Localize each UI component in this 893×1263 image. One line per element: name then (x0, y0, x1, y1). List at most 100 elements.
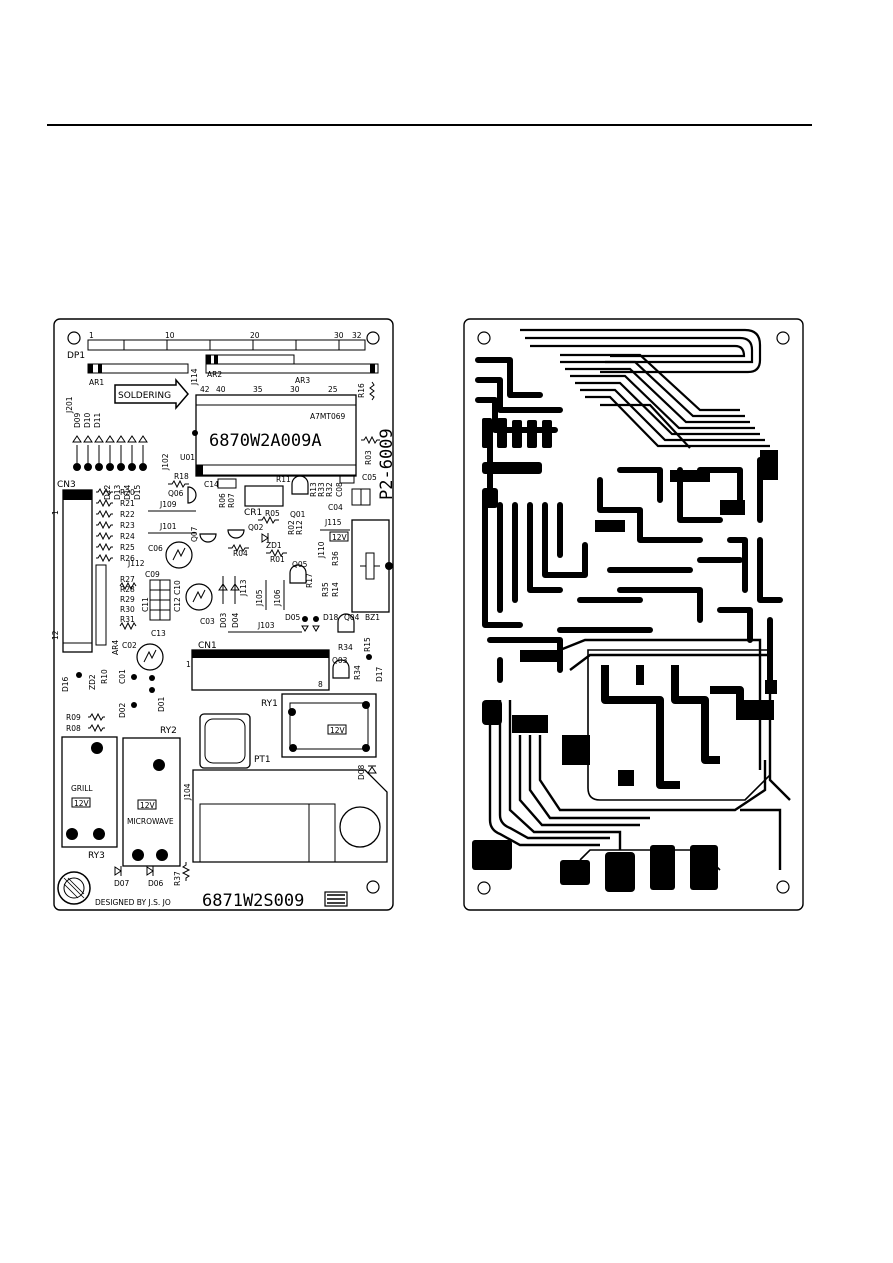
svg-text:R26: R26 (120, 554, 135, 563)
designed-by: DESIGNED BY J.S. JO (95, 898, 171, 907)
d06-label: D06 (148, 879, 164, 888)
svg-text:R21: R21 (120, 499, 135, 508)
cn1-label: CN1 (198, 641, 217, 651)
svg-text:R28: R28 (120, 585, 135, 594)
dp1-pin-10: 10 (165, 331, 175, 340)
bz1-label: BZ1 (365, 613, 380, 622)
led-row (72, 435, 148, 471)
zd2-label: ZD2 (88, 674, 97, 690)
r34-label: R34 (338, 643, 353, 652)
d02-label: D02 (118, 702, 127, 718)
q07-label: Q07 (190, 526, 199, 542)
resistor-ladder-labels: R20 R21 R22 R23 R24 R25 R26 (120, 488, 135, 563)
mount-hole-br (366, 880, 380, 894)
u01-part-number: 6870W2A009A (209, 431, 322, 451)
j101-label: J101 (159, 522, 177, 531)
resistor-ladder-2-labels: R27 R28 R29 R30 R31 (120, 575, 135, 624)
r08-label: R08 (66, 724, 81, 733)
relay-voltage-top: 12V (332, 533, 348, 542)
c14-label: C14 (204, 480, 219, 489)
r05-label: R05 (265, 509, 280, 518)
svg-text:R31: R31 (120, 615, 135, 624)
j113-label: J113 (239, 579, 248, 597)
dp1-label: DP1 (67, 351, 85, 361)
cr1-label: CR1 (244, 508, 262, 518)
relay-voltage-grill: 12V (74, 799, 90, 808)
copper-outline (463, 318, 804, 911)
r07-label: R07 (227, 493, 236, 508)
r02-label: R02 (287, 520, 296, 535)
soldering-arrow (114, 377, 189, 411)
svg-text:R23: R23 (120, 521, 135, 530)
c10-label: C10 (173, 580, 182, 595)
ar4-label: AR4 (111, 640, 120, 655)
d03-label: D03 (219, 612, 228, 628)
r16-label: R16 (357, 383, 366, 398)
svg-text:R30: R30 (120, 605, 135, 614)
copper-board (463, 318, 804, 911)
dp1-pin-1: 1 (89, 331, 94, 340)
pt1-label: PT1 (254, 755, 271, 765)
r06-label: R06 (218, 493, 227, 508)
r14-label: R14 (331, 582, 340, 597)
ar3-label: AR3 (295, 376, 310, 385)
c04-label: C04 (328, 503, 343, 512)
dp1-header (87, 339, 366, 351)
r04-label: R04 (233, 549, 248, 558)
cn3-pin-12: 12 (51, 630, 60, 640)
j105-label: J105 (255, 589, 264, 607)
u01-pin-35: 35 (253, 385, 263, 394)
c06-label: C06 (148, 544, 163, 553)
dp1-pin-20: 20 (250, 331, 260, 340)
ar1-array (87, 363, 189, 374)
c13-label: C13 (151, 629, 166, 638)
cn3-connector (62, 489, 93, 653)
copper-hole-br (776, 880, 790, 894)
r18-label: R18 (174, 472, 189, 481)
ry3-label: RY3 (88, 851, 105, 861)
board-code: P2-6009 (377, 428, 397, 500)
c09-label: C09 (145, 570, 160, 579)
r09-label: R09 (66, 713, 81, 722)
resistor-ladder (96, 487, 113, 563)
r11-label: R11 (276, 475, 291, 484)
q04-label: Q04 (344, 613, 360, 622)
ar2-array (205, 354, 295, 365)
mount-hole-tr (366, 331, 380, 345)
copper-hole-tl (477, 331, 491, 345)
ar2-label: AR2 (207, 370, 222, 379)
svg-text:D09: D09 (73, 412, 82, 428)
u01-code: A7MT069 (310, 412, 345, 421)
r34b-label: R34 (353, 665, 362, 680)
relay-voltage-box-top (329, 531, 349, 542)
microwave-label: MICROWAVE (127, 817, 174, 826)
r32-label: R32 (325, 482, 334, 497)
j109-label: J109 (159, 500, 177, 509)
svg-text:R25: R25 (120, 543, 135, 552)
j115-label: J115 (324, 518, 342, 527)
j110-label: J110 (317, 541, 326, 559)
r13-label: R13 (309, 482, 318, 497)
cn3-pin-1: 1 (51, 510, 60, 515)
ry3-grill-relay (61, 736, 118, 848)
c05-label: C05 (362, 473, 377, 482)
d08-label: D08 (357, 764, 366, 780)
r12-label: R12 (295, 520, 304, 535)
j201-label: J201 (65, 396, 74, 414)
c12-label: C12 (173, 597, 182, 612)
d18-label: D18 (323, 613, 339, 622)
j112-label: J112 (127, 559, 145, 568)
svg-text:D11: D11 (93, 412, 102, 428)
c01-label: C01 (118, 669, 127, 684)
svg-text:R24: R24 (120, 532, 135, 541)
copper-pour-outline (587, 649, 771, 801)
ry1-relay (281, 693, 377, 758)
svg-text:R22: R22 (120, 510, 135, 519)
c08-label: C08 (335, 482, 344, 497)
r10-label: R10 (100, 669, 109, 684)
j104-label: J104 (183, 783, 192, 801)
j102-label: J102 (161, 453, 170, 471)
ry1-label: RY1 (261, 699, 278, 709)
r35-label: R35 (321, 582, 330, 597)
c02-label: C02 (122, 641, 137, 650)
